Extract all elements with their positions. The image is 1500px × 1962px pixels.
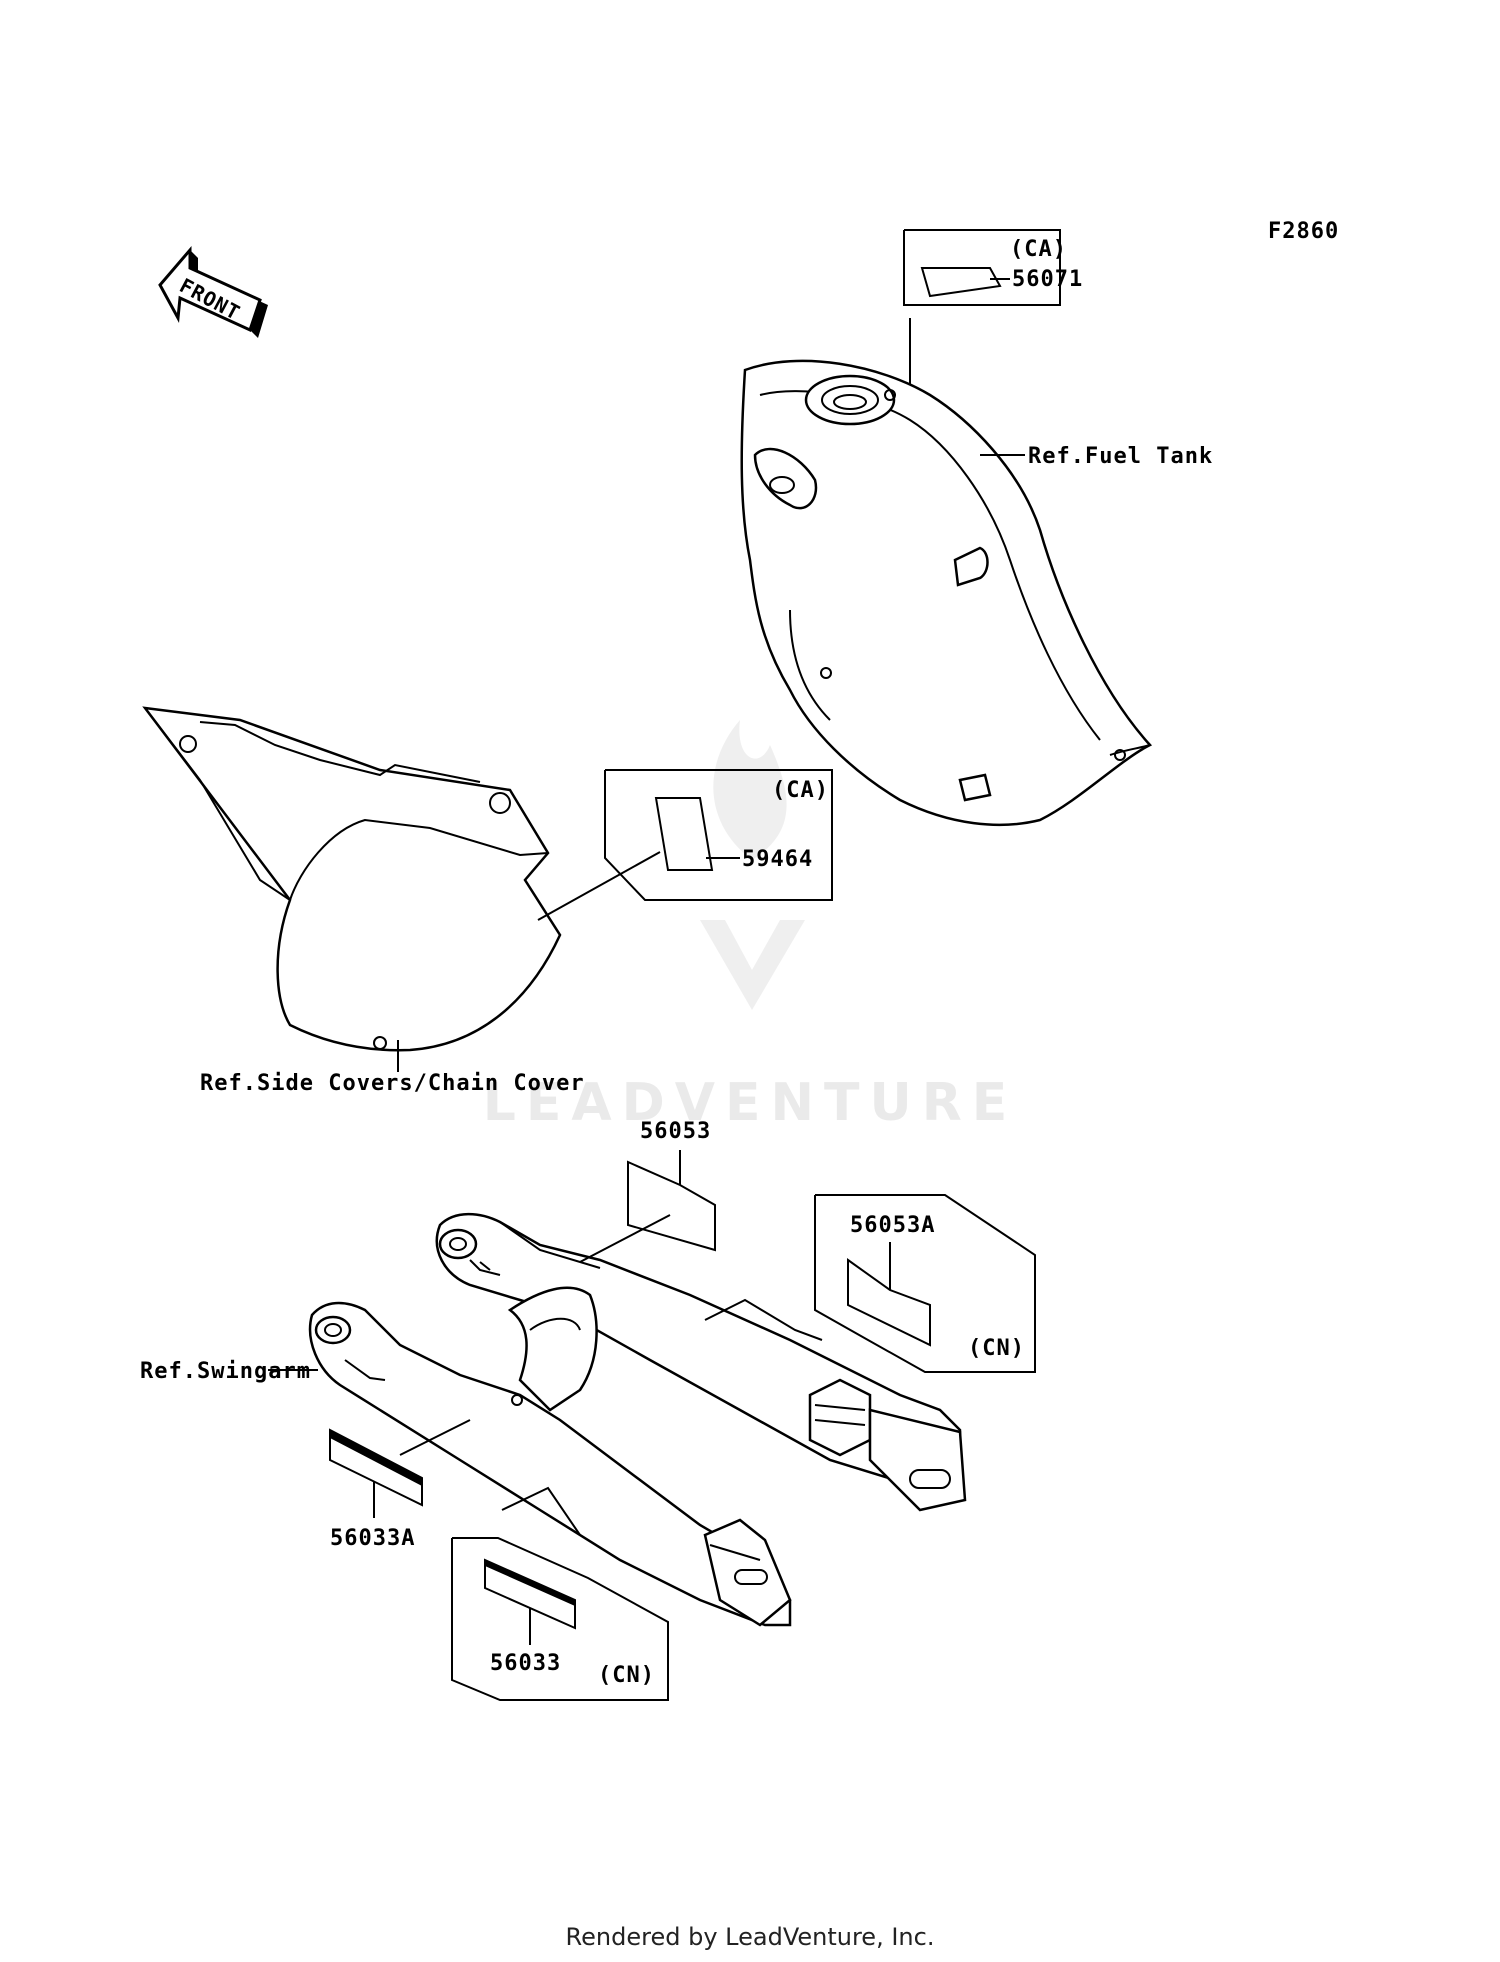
watermark-text: LEADVENTURE: [483, 1073, 1018, 1133]
callout-56053A-region: (CN): [968, 1336, 1025, 1361]
callout-59464-region: (CA): [772, 778, 829, 803]
leadventure-watermark: LEADVENTURE: [483, 720, 1018, 1133]
callout-59464-part: 59464: [742, 847, 813, 872]
diagram-id: F2860: [1268, 219, 1339, 244]
front-arrow-icon: FRONT: [158, 245, 268, 338]
footer-credit: Rendered by LeadVenture, Inc.: [566, 1923, 935, 1951]
fuel-tank: Ref.Fuel Tank: [740, 359, 1213, 827]
swingarm: Ref.Swingarm: [140, 1212, 967, 1627]
callout-56033A-part: 56033A: [330, 1526, 415, 1551]
ref-side-covers: Ref.Side Covers/Chain Cover: [200, 1071, 585, 1096]
callout-56071-region: (CA): [1010, 237, 1067, 262]
callout-56033-part: 56033: [490, 1651, 561, 1676]
callout-56053A-part: 56053A: [850, 1213, 935, 1238]
side-cover: Ref.Side Covers/Chain Cover: [142, 706, 585, 1096]
callout-56053: 56053: [579, 1119, 716, 1263]
callout-56033-region: (CN): [598, 1663, 655, 1688]
ref-fuel-tank: Ref.Fuel Tank: [1028, 444, 1213, 469]
callout-box-56053A: 56053A (CN): [704, 1194, 1036, 1373]
callout-56033A: 56033A: [329, 1419, 471, 1551]
callout-56053-part: 56053: [640, 1119, 711, 1144]
callout-box-59464: (CA) 59464: [537, 769, 833, 921]
ref-swingarm: Ref.Swingarm: [140, 1359, 311, 1384]
callout-56071-part: 56071: [1012, 267, 1083, 292]
callout-box-56033: 56033 (CN): [451, 1486, 669, 1701]
